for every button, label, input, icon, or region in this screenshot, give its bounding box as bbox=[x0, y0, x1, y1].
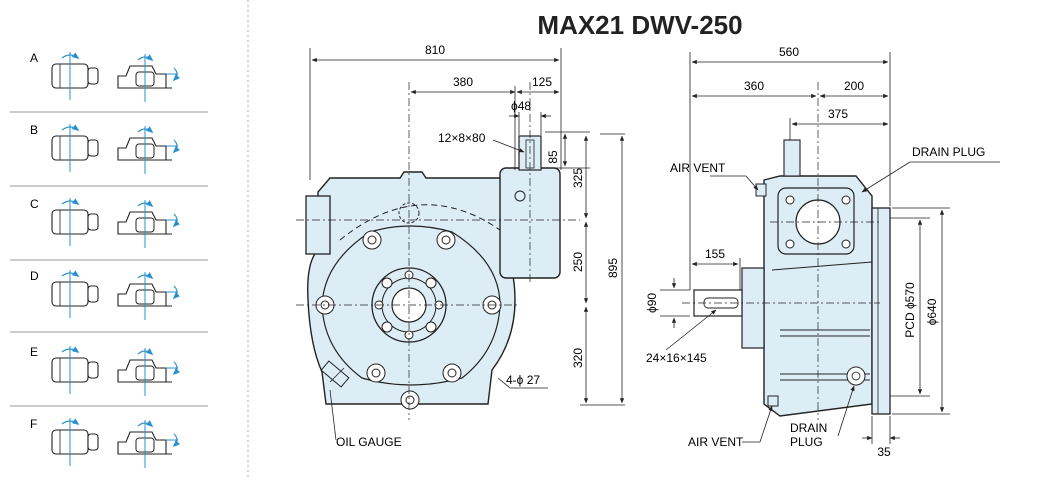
position-row-d: D bbox=[10, 269, 208, 333]
label-air-vent-top: AIR VENT bbox=[670, 161, 726, 175]
label-air-vent-bottom: AIR VENT bbox=[688, 435, 744, 449]
position-row-a: A bbox=[10, 51, 208, 113]
air-vent-bottom-part bbox=[767, 395, 779, 407]
mounting-positions: A B C D E F bbox=[10, 0, 249, 480]
left-boss bbox=[305, 195, 331, 255]
position-d-icon bbox=[52, 270, 178, 320]
dim-360: 360 bbox=[744, 79, 764, 93]
cover-bolts bbox=[315, 230, 502, 410]
dim-holes: 4-ϕ 27 bbox=[506, 373, 540, 387]
position-c-icon bbox=[52, 198, 178, 248]
dim-side-overall-width: 560 bbox=[779, 45, 799, 59]
dim-overall-height: 895 bbox=[606, 258, 620, 278]
position-b-icon bbox=[52, 124, 178, 174]
dim-shaft-len: 85 bbox=[546, 150, 560, 164]
position-letter-e: E bbox=[30, 345, 38, 359]
position-row-f: F bbox=[30, 417, 178, 468]
dim-side-key: 24×16×145 bbox=[646, 351, 707, 365]
dim-flange-dia: ϕ640 bbox=[925, 298, 939, 325]
front-dim-lines bbox=[309, 48, 625, 441]
dim-side-shaft-dia: ϕ90 bbox=[645, 293, 659, 313]
position-row-b: B bbox=[10, 123, 208, 187]
label-drain-plug-top: DRAIN PLUG bbox=[912, 145, 985, 159]
dim-155: 155 bbox=[705, 247, 725, 261]
position-a-icon bbox=[52, 52, 178, 102]
position-row-e: E bbox=[10, 345, 208, 407]
dim-320: 320 bbox=[571, 348, 585, 368]
dim-pcd: PCD ϕ570 bbox=[903, 282, 917, 338]
mounting-flange bbox=[871, 207, 891, 415]
position-row-c: C bbox=[10, 197, 208, 261]
front-view: 810 380 125 ϕ48 12×8×80 85 325 250 320 8… bbox=[296, 43, 625, 449]
oil-gauge bbox=[320, 360, 350, 388]
position-letter-c: C bbox=[30, 197, 39, 211]
position-letter-f: F bbox=[30, 417, 37, 431]
boss-hole bbox=[514, 190, 526, 202]
page-title: MAX21 DWV-250 bbox=[537, 10, 742, 40]
label-drain-plug-bottom-line1: DRAIN bbox=[790, 421, 827, 435]
dim-shaft-dia: ϕ48 bbox=[511, 99, 531, 113]
dim-key: 12×8×80 bbox=[438, 131, 486, 145]
side-dim-lines bbox=[660, 52, 1000, 444]
dim-380: 380 bbox=[453, 75, 473, 89]
side-view: 560 360 200 375 155 ϕ90 24×16×145 PCD ϕ5… bbox=[645, 45, 1000, 459]
label-drain-plug-bottom-line2: PLUG bbox=[790, 435, 823, 449]
position-f-icon bbox=[52, 418, 178, 468]
position-letter-d: D bbox=[30, 269, 39, 283]
dim-375: 375 bbox=[828, 107, 848, 121]
dim-125: 125 bbox=[532, 75, 552, 89]
dim-flange-thk: 35 bbox=[877, 445, 891, 459]
centerlines bbox=[296, 82, 580, 420]
dim-250: 250 bbox=[571, 252, 585, 272]
dim-overall-width: 810 bbox=[425, 43, 445, 57]
side-input-shaft bbox=[783, 139, 801, 177]
dim-325: 325 bbox=[571, 168, 585, 188]
dim-200: 200 bbox=[844, 79, 864, 93]
side-centerlines bbox=[682, 82, 880, 420]
position-e-icon bbox=[52, 346, 178, 396]
output-bearing bbox=[741, 267, 765, 349]
label-oil-gauge: OIL GAUGE bbox=[336, 435, 402, 449]
position-letter-a: A bbox=[30, 51, 38, 65]
hidden-arc bbox=[339, 204, 501, 241]
drain-plug-bottom bbox=[846, 366, 866, 386]
position-letter-b: B bbox=[30, 123, 38, 137]
worm-cover-bolts bbox=[785, 195, 851, 249]
